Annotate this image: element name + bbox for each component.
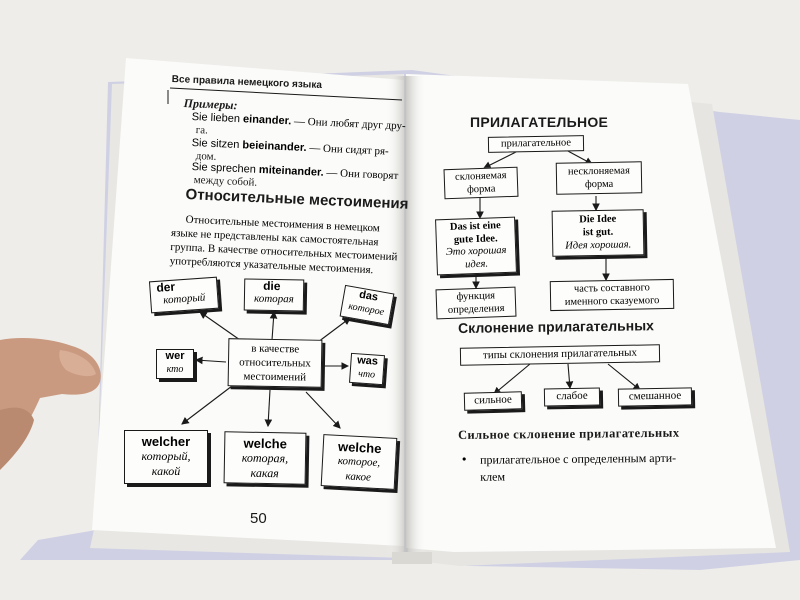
- example-bold: einander.: [242, 113, 292, 128]
- bullet-item: • прилагательное с определенным арти- кл…: [462, 450, 676, 486]
- pronoun-ru: которая,: [241, 450, 289, 466]
- example-text: Sie lieben: [191, 111, 244, 126]
- pronoun-welcher-box: welcher который, какой: [124, 430, 208, 484]
- attributive-function-box: функция определения: [435, 286, 517, 320]
- center-line: местоимений: [243, 370, 307, 384]
- pronoun-ru: какое: [345, 470, 372, 484]
- branch-line: склоняемая: [454, 170, 507, 183]
- bullet-dot: •: [462, 451, 467, 466]
- paragraph: Относительные местоимения в немецком язы…: [169, 212, 399, 278]
- declension-type: смешанное: [628, 389, 682, 403]
- bullet-line: прилагательное с определенным арти-: [480, 450, 677, 467]
- inflected-form-box: склоняемая форма: [443, 166, 519, 200]
- center-line: относительных: [239, 356, 311, 370]
- pronoun-welche-f-box: welche которая, какая: [223, 431, 307, 485]
- declension-section-title: Склонение прилагательных: [458, 317, 654, 336]
- example-1-cont: га.: [195, 124, 209, 137]
- thumb-nail-shading: [59, 350, 96, 377]
- declension-types: типы склонения прилагательных: [482, 346, 638, 362]
- pronoun-was-box: was что: [348, 352, 386, 386]
- example-text: Sie sitzen: [191, 137, 243, 152]
- adjective-title: ПРИЛАГАТЕЛЬНОЕ: [470, 114, 609, 130]
- branch-line: форма: [466, 183, 496, 196]
- pronoun-ru: которая: [253, 292, 294, 306]
- function-line: именного сказуемого: [564, 295, 660, 308]
- hand-lower: [0, 407, 34, 470]
- uninflected-form-box: несклоняемая форма: [555, 161, 643, 195]
- pronoun-de: wer: [165, 350, 185, 362]
- pronoun-de: welche: [243, 435, 288, 452]
- adjective-root-box: прилагательное: [487, 135, 585, 153]
- predicate-function-box: часть составного именного сказуемого: [549, 278, 675, 312]
- pronoun-de: die: [263, 278, 281, 294]
- pronoun-de: welcher: [141, 434, 191, 449]
- declension-types-box: типы склонения прилагательных: [459, 344, 661, 366]
- uninflected-example-box: Die Idee ist gut. Идея хорошая.: [551, 209, 645, 257]
- pronoun-ru: какой: [151, 464, 181, 478]
- declension-type: сильное: [473, 393, 512, 407]
- mixed-declension-box: смешанное: [617, 387, 693, 407]
- inflected-example-box: Das ist eine gute Idee. Это хорошая идея…: [435, 216, 517, 276]
- weak-declension-box: слабое: [543, 387, 601, 407]
- pronoun-wer-box: wer кто: [156, 349, 194, 379]
- pronoun-welche-n-box: welche которое, какое: [320, 434, 398, 490]
- declension-type: слабое: [556, 389, 588, 403]
- pronoun-ru: кто: [166, 364, 184, 375]
- pronoun-ru: который,: [141, 449, 191, 463]
- pronoun-center-box: в качестве относительных местоимений: [227, 338, 323, 388]
- bullet-line: клем: [480, 469, 506, 484]
- pronoun-ru: что: [357, 368, 376, 381]
- example-ru: Идея хорошая.: [565, 239, 632, 252]
- strong-declension-box: сильное: [463, 391, 523, 411]
- adjective-root: прилагательное: [500, 137, 572, 150]
- function-line: определения: [447, 303, 505, 316]
- branch-line: форма: [584, 178, 614, 191]
- pronoun-der-box: der который: [148, 276, 220, 314]
- pronoun-die-box: die которая: [243, 278, 305, 312]
- pronoun-ru: какая: [250, 465, 279, 481]
- page-number: 50: [250, 510, 267, 527]
- branch-line: несклоняемая: [567, 165, 630, 178]
- headband: [392, 552, 432, 564]
- strong-declension-subtitle: Сильное склонение прилагательных: [458, 425, 680, 442]
